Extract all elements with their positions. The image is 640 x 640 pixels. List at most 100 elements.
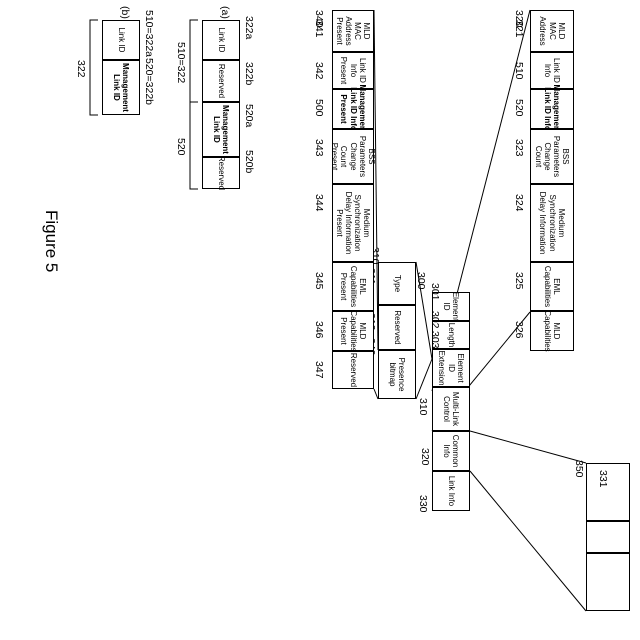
link-id-info-present-field: Link ID Info Present (332, 52, 374, 89)
fan-link-left (470, 431, 586, 463)
management-link-id-info-field-text: Management Link ID Info (543, 85, 561, 134)
panel-a-bracket-520 (190, 102, 198, 189)
ref-510-322a: 510=322a (144, 10, 155, 57)
element-id-extension-field-text: Element ID Extension (437, 350, 465, 385)
bss-params-change-count-field: BSS Parameters Change Count (530, 129, 574, 184)
element-id-field-text: Element ID (442, 292, 460, 321)
panel-a-tag: (a) (220, 6, 231, 19)
type-field-text: Type (392, 275, 401, 292)
ref-323-common: 323 (514, 139, 525, 157)
panel-b-bracket (90, 20, 98, 115)
presence-bitmap-field: Presence bitmap (378, 350, 416, 399)
mld-capabilities-field: MLD Capabilities (530, 311, 574, 351)
ref-350: 350 (574, 460, 585, 478)
panel-a-link-id-field-text: Link ID (216, 28, 225, 53)
ref-341-bitmap: 341 (314, 20, 325, 38)
panel-b-tag: (b) (120, 6, 131, 19)
eml-capabilities-field-text: EML Capabilities (543, 266, 561, 307)
panel-a-reserved-field-2: Reserved (202, 157, 240, 189)
ref-520a: 520a (244, 104, 255, 127)
mld-mac-address-field: MLD MAC Address (530, 10, 574, 52)
ref-520b: 520b (244, 150, 255, 173)
ref-500-bitmap: 500 (314, 99, 325, 117)
ref-326-common: 326 (514, 321, 525, 339)
ref-347-bitmap: 347 (314, 361, 325, 379)
link-id-info-present-field-text: Link ID Info Present (339, 56, 367, 85)
panel-b-group-322: 322 (76, 60, 87, 78)
panel-a-link-id-field: Link ID (202, 20, 240, 60)
mld-capabilities-field-text: MLD Capabilities (543, 310, 561, 351)
ref-310-top: 310 (418, 398, 429, 416)
common-info-field: Common Info (432, 431, 470, 471)
bss-params-change-count-present-field: BSS Parameters Change Count Present (332, 129, 374, 184)
ref-330: 330 (418, 495, 429, 513)
medium-sync-delay-info-field: Medium Synchronization Delay Information (530, 184, 574, 262)
panel-b-management-link-id-field-text: Management Link ID (112, 63, 130, 112)
eml-capabilities-present-field: EML Capabilities Present (332, 262, 374, 311)
presence-bitmap-field-text: Presence bitmap (388, 354, 406, 395)
ref-520-common: 520 (514, 99, 525, 117)
ref-342-bitmap: 342 (314, 62, 325, 80)
medium-sync-delay-present-field: Medium Synchronization Delay Information… (332, 184, 374, 262)
common-info-field-text: Common Info (442, 435, 460, 467)
ref-322b: 322b (244, 62, 255, 85)
panel-b-link-id-field-text: Link ID (116, 28, 125, 53)
mld-mac-address-present-field-text: MLD MAC Address Present (335, 14, 372, 48)
ref-321-common: 321 (514, 20, 525, 38)
panel-a-management-link-id-field-text: Management Link ID (212, 105, 230, 154)
panel-a-group-510-322: 510=322 (176, 42, 187, 83)
fan-control-right (416, 359, 432, 399)
panel-a-group-520: 520 (176, 138, 187, 156)
bss-params-change-count-field-text: BSS Parameters Change Count (534, 133, 571, 180)
ref-303: 303 (430, 331, 441, 349)
eml-capabilities-field: EML Capabilities (530, 262, 574, 311)
subelement-ellipsis (586, 521, 630, 553)
multi-link-control-field-text: Multi-Link Control (442, 391, 460, 427)
ref-344-bitmap: 344 (314, 194, 325, 212)
reserved-field-text: Reserved (392, 310, 401, 344)
ref-331: 331 (598, 470, 609, 488)
figure-title: Figure 5 (43, 210, 60, 272)
panel-b-management-link-id-field: Management Link ID (102, 60, 140, 115)
length-field-text: Length (446, 323, 455, 347)
panel-a-reserved-field-text: Reserved (216, 64, 225, 98)
panel-b-link-id-field: Link ID (102, 20, 140, 60)
ref-300: 300 (416, 272, 427, 290)
multi-link-control-field: Multi-Link Control (432, 387, 470, 431)
type-field: Type (378, 262, 416, 305)
ref-346-bitmap: 346 (314, 321, 325, 339)
ref-324-common: 324 (514, 194, 525, 212)
reserved-present-field: Reserved (332, 351, 374, 389)
ref-343-bitmap: 343 (314, 139, 325, 157)
ref-510-common: 510 (514, 62, 525, 80)
ref-345-bitmap: 345 (314, 272, 325, 290)
mld-mac-address-field-text: MLD MAC Address (538, 14, 566, 48)
ref-322a: 322a (244, 16, 255, 39)
ref-325-common: 325 (514, 272, 525, 290)
link-id-info-field: Link ID Info (530, 52, 574, 89)
panel-a-management-link-id-field: Management Link ID (202, 102, 240, 157)
panel-a-reserved-field: Reserved (202, 60, 240, 102)
medium-sync-delay-info-field-text: Medium Synchronization Delay Information (538, 188, 566, 258)
element-id-extension-field: Element ID Extension (432, 349, 470, 387)
subelement-field-2 (586, 553, 630, 611)
eml-capabilities-present-field-text: EML Capabilities Present (339, 266, 367, 307)
ref-301: 301 (430, 283, 441, 301)
link-info-field-text: Link Info (446, 476, 455, 506)
bss-params-change-count-present-field-text: BSS Parameters Change Count Present (330, 133, 376, 180)
management-link-id-info-field: Management Link ID Info (530, 89, 574, 129)
mld-capabilities-present-field: MLD Capabilities Present (332, 311, 374, 351)
mld-capabilities-present-field-text: MLD Capabilities Present (339, 310, 367, 351)
reserved-field: Reserved (378, 305, 416, 350)
panel-a-bracket-510 (190, 20, 198, 102)
medium-sync-delay-present-field-text: Medium Synchronization Delay Information… (335, 188, 372, 258)
management-link-id-info-present-field: Management Link ID Info Present (332, 89, 374, 129)
reserved-present-field-text: Reserved (348, 353, 357, 387)
fan-link-right (470, 471, 586, 611)
link-id-info-field-text: Link ID Info (543, 56, 561, 85)
ref-520-322b: 520=322b (144, 58, 155, 105)
panel-a-reserved-field-2-text: Reserved (216, 156, 225, 190)
mld-mac-address-present-field: MLD MAC Address Present (332, 10, 374, 52)
